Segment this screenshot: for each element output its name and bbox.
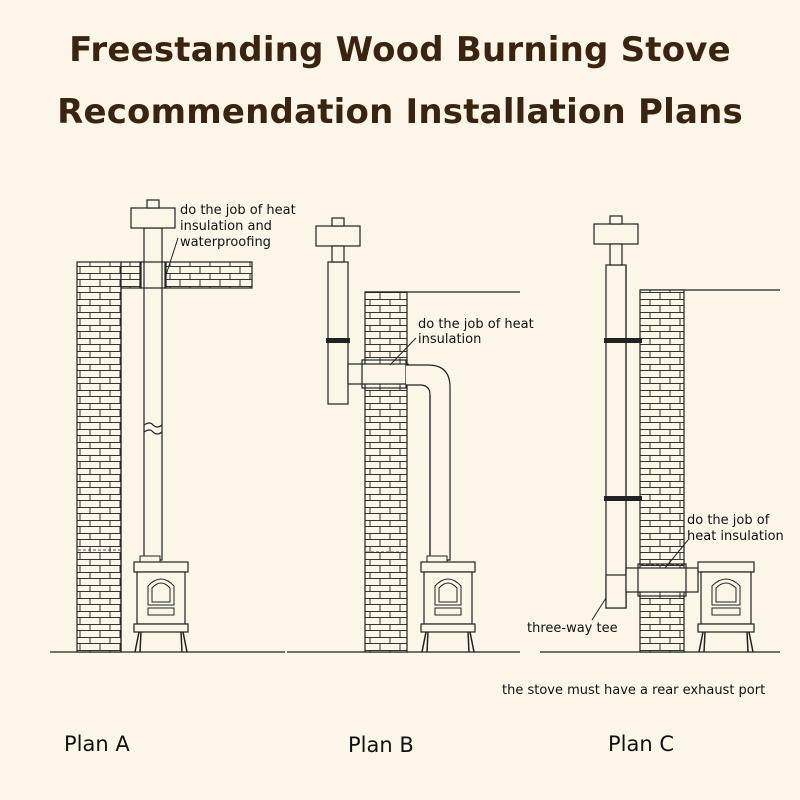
plan-b-stove (420, 555, 476, 653)
plan-b-outside-pipe (327, 261, 349, 405)
plan-b-annotation-1: do the job of heat (418, 317, 534, 332)
plan-b-chimney-cap (315, 217, 361, 263)
plan-c-three-way-tee (625, 567, 699, 593)
plan-c-annotation-1: do the job of (687, 513, 770, 528)
plan-c-brick-wall (639, 289, 685, 653)
plan-a-roof-brick-right (164, 261, 253, 289)
plan-a-stove (133, 555, 189, 653)
rear-exhaust-note: the stove must have a rear exhaust port (502, 683, 765, 698)
plan-c-tee-label: three-way tee (527, 621, 618, 636)
plan-c-diagram: do the job of heat insulation three-way … (527, 215, 784, 653)
plan-a-annotation-1: do the job of heat (180, 203, 296, 218)
plan-c-outside-pipe (605, 264, 627, 609)
plan-b-label: Plan B (348, 733, 414, 757)
plan-c-chimney-cap (593, 215, 639, 266)
plan-a-brick-wall (76, 261, 122, 653)
plan-a-annotation-2: insulation and (180, 219, 272, 234)
plan-a-chimney-cap (130, 199, 176, 229)
plan-a-diagram: do the job of heat insulation and waterp… (50, 199, 296, 653)
plan-c-label: Plan C (608, 732, 674, 756)
plan-c-annotation-2: heat insulation (687, 529, 784, 544)
plan-b-elbow-pipe (406, 364, 451, 561)
plan-c-stove (697, 561, 755, 653)
title-line-2: Recommendation Installation Plans (57, 92, 743, 132)
plan-a-annotation-3: waterproofing (180, 235, 271, 250)
plan-a-flue-pipe (143, 227, 163, 561)
plan-a-roof-brick-left (120, 261, 142, 289)
plan-b-diagram: do the job of heat insulation (287, 217, 534, 653)
plan-b-brick-wall (364, 291, 408, 653)
title-line-1: Freestanding Wood Burning Stove (69, 30, 731, 70)
plan-b-annotation-2: insulation (418, 332, 481, 347)
plan-a-label: Plan A (64, 732, 130, 756)
